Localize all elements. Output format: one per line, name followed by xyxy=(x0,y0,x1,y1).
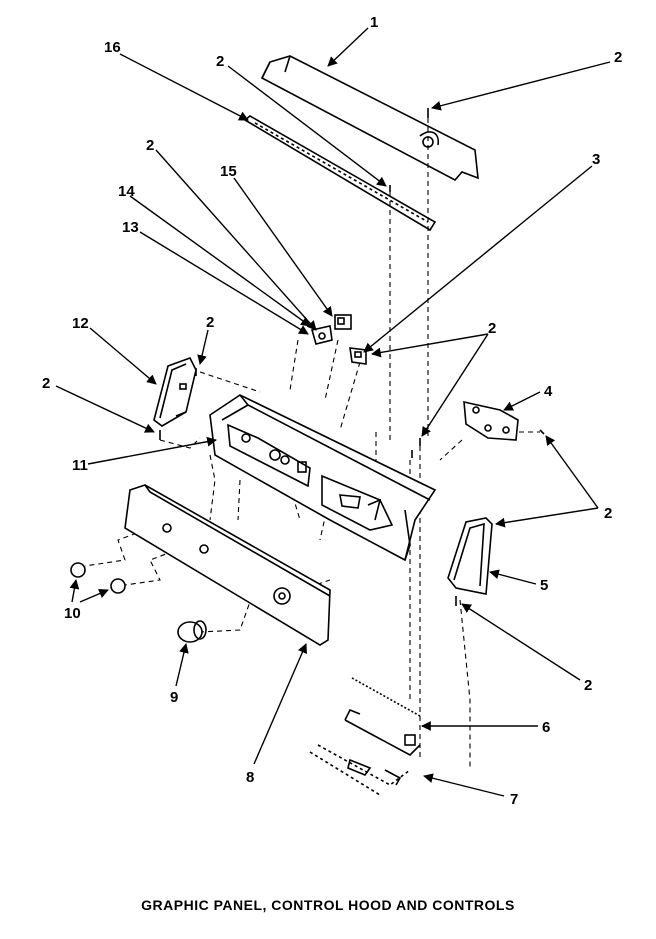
leader-lines xyxy=(55,27,611,797)
part-12-left-end-cap xyxy=(153,357,197,427)
callout-2: 2 xyxy=(206,314,214,331)
callout-5: 5 xyxy=(540,577,548,594)
callout-2: 2 xyxy=(216,53,224,70)
callout-2: 2 xyxy=(584,677,592,694)
part-4-right-bracket xyxy=(463,400,519,441)
callout-2: 2 xyxy=(604,505,612,522)
part-15-switch xyxy=(334,314,352,330)
callout-9: 9 xyxy=(170,689,178,706)
callout-12: 12 xyxy=(72,315,89,332)
diagram-title: GRAPHIC PANEL, CONTROL HOOD AND CONTROLS xyxy=(141,897,515,913)
callout-7: 7 xyxy=(510,791,518,808)
callout-1: 1 xyxy=(370,14,378,31)
callout-13: 13 xyxy=(122,219,139,236)
callout-2: 2 xyxy=(614,49,622,66)
part-6-lower-bracket xyxy=(344,677,421,756)
part-11-control-hood xyxy=(209,394,437,562)
callout-2: 2 xyxy=(488,320,496,337)
part-5-right-end-cap xyxy=(447,517,493,595)
callout-8: 8 xyxy=(246,769,254,786)
part-9-timer-knob xyxy=(177,620,207,643)
part-13-14-clip xyxy=(310,325,333,345)
callout-14: 14 xyxy=(118,183,135,200)
callout-10: 10 xyxy=(64,605,81,622)
part-3-bracket xyxy=(349,347,367,365)
callout-15: 15 xyxy=(220,163,237,180)
callout-2: 2 xyxy=(42,375,50,392)
callout-4: 4 xyxy=(544,383,553,400)
callout-6: 6 xyxy=(542,719,550,736)
part-1-top-cover xyxy=(260,55,479,182)
part-8-graphic-panel xyxy=(124,484,331,646)
callout-11: 11 xyxy=(72,457,88,474)
part-10-knobs xyxy=(70,562,126,594)
callout-16: 16 xyxy=(104,39,121,56)
callout-2: 2 xyxy=(146,137,154,154)
part-7-lower-base xyxy=(309,744,411,796)
callout-labels: 1 2 16 2 3 2 15 14 13 2 12 2 2 4 11 2 5 … xyxy=(42,14,622,808)
callout-3: 3 xyxy=(592,151,600,168)
